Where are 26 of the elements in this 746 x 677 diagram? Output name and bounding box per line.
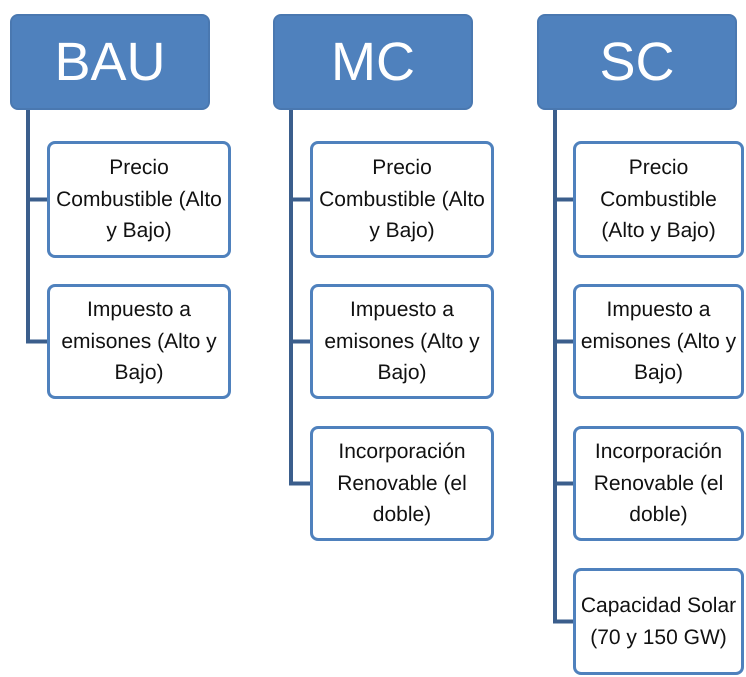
scenario-title: SC [599,31,674,93]
scenario-header-box [273,14,473,110]
scenario-title: MC [331,31,415,93]
parameter-box [310,141,494,258]
parameter-text: Precio Combustible (Alto y Bajo) [318,155,486,244]
parameter-box [47,284,231,399]
parameter-text: Precio Combustible (Alto y Bajo) [55,155,223,244]
parameter-box [310,426,494,541]
parameter-box [573,284,744,399]
parameter-text: Impuesto a emisones (Alto y Bajo) [323,297,481,386]
parameter-box [47,141,231,258]
scenario-title: BAU [54,31,166,93]
parameter-text: Precio Combustible (Alto y Bajo) [599,155,718,244]
parameter-text: Capacidad Solar (70 y 150 GW) [580,593,737,650]
parameter-text: Incorporación Renovable (el doble) [336,439,468,528]
parameter-text: Impuesto a emisones (Alto y Bajo) [60,297,218,386]
parameter-text: Incorporación Renovable (el doble) [592,439,724,528]
scenario-header-box [10,14,210,110]
scenario-header-box [537,14,737,110]
parameter-box [573,426,744,541]
parameter-box [310,284,494,399]
connector-line [289,110,310,486]
connector-line [26,110,47,344]
parameter-box [573,568,744,675]
parameter-box [573,141,744,258]
parameter-text: Impuesto a emisones (Alto y Bajo) [580,297,737,386]
